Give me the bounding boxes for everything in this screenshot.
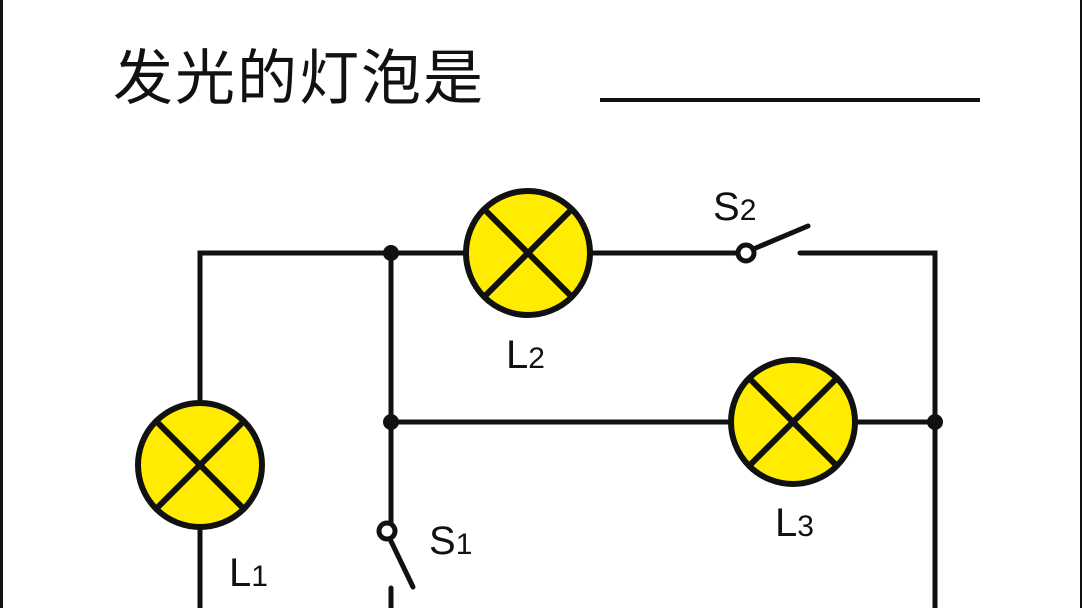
junction-dot [927,414,943,430]
circuit-diagram: L2 L3 L1 S2 S1 [135,185,943,608]
label-l3: L3 [775,501,814,545]
label-s1: S1 [429,519,472,563]
bulb-l2[interactable] [463,188,593,318]
bulb-l3[interactable] [728,357,858,487]
switch-s2-pivot [735,242,757,264]
junction-dot [383,245,399,261]
label-l2: L2 [506,333,545,377]
junction-dot [383,414,399,430]
switch-s1-lever [386,534,416,590]
question-title: 发光的灯泡是 [113,44,485,114]
label-l1: L1 [229,551,268,595]
bulb-l1[interactable] [135,400,265,530]
switch-s2-lever [748,223,811,253]
label-s2: S2 [713,185,756,229]
answer-blank[interactable] [600,98,980,102]
switch-s1-pivot [376,520,398,542]
